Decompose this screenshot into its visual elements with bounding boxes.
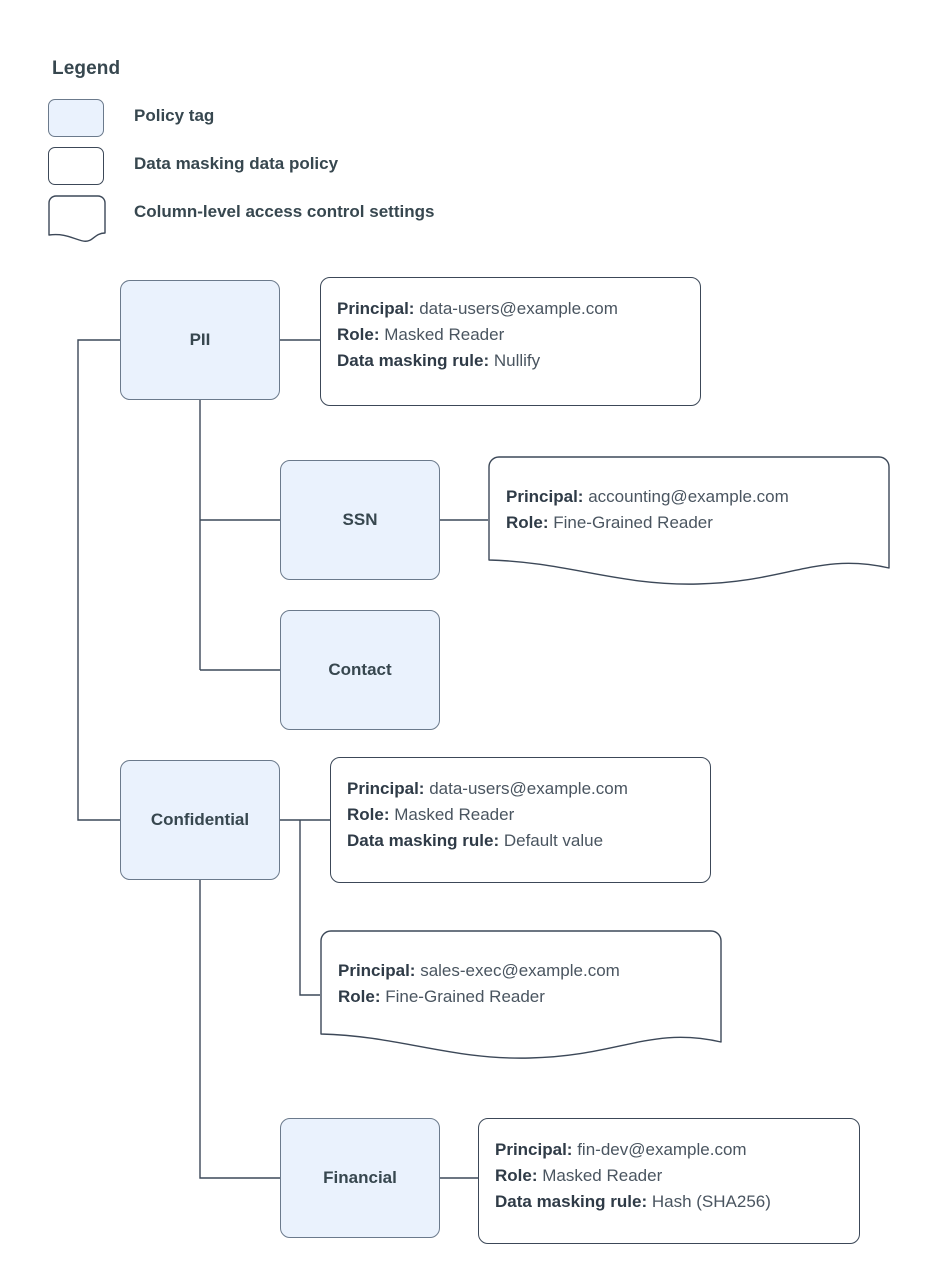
principal-value: accounting@example.com <box>588 487 789 506</box>
principal-value: data-users@example.com <box>419 299 618 318</box>
principal-label: Principal: <box>495 1140 573 1159</box>
data-masking-policy-box-confidential[interactable]: Principal: data-users@example.com Role: … <box>330 757 711 883</box>
role-line: Role: Masked Reader <box>347 802 710 828</box>
connector-confidential-trunk <box>299 820 320 996</box>
principal-line: Principal: accounting@example.com <box>506 484 789 510</box>
role-value: Fine-Grained Reader <box>385 987 545 1006</box>
role-value: Masked Reader <box>394 805 515 824</box>
legend-swatch-column-level-access <box>48 195 106 242</box>
wavy-shape <box>488 456 890 585</box>
principal-line: Principal: sales-exec@example.com <box>338 958 620 984</box>
principal-label: Principal: <box>506 487 584 506</box>
column-level-access-box-confidential[interactable]: Principal: sales-exec@example.com Role: … <box>320 930 722 1062</box>
role-line: Role: Fine-Grained Reader <box>338 984 620 1010</box>
legend-swatch-data-masking-policy <box>48 147 104 185</box>
masking-rule-line: Data masking rule: Hash (SHA256) <box>495 1189 859 1215</box>
role-label: Role: <box>347 805 390 824</box>
principal-label: Principal: <box>337 299 415 318</box>
role-label: Role: <box>338 987 381 1006</box>
principal-value: fin-dev@example.com <box>577 1140 747 1159</box>
principal-value: data-users@example.com <box>429 779 628 798</box>
role-label: Role: <box>337 325 380 344</box>
legend-label-data-masking-policy: Data masking data policy <box>134 154 339 173</box>
legend-label-column-level-access: Column-level access control settings <box>134 202 435 221</box>
policy-tag-node-financial[interactable]: Financial <box>280 1118 440 1238</box>
principal-label: Principal: <box>338 961 416 980</box>
masking-rule-label: Data masking rule: <box>495 1192 648 1211</box>
policy-tag-node-ssn[interactable]: SSN <box>280 460 440 580</box>
role-label: Role: <box>506 513 549 532</box>
role-label: Role: <box>495 1166 538 1185</box>
principal-label: Principal: <box>347 779 425 798</box>
data-masking-policy-box-pii[interactable]: Principal: data-users@example.com Role: … <box>320 277 701 406</box>
role-value: Masked Reader <box>384 325 505 344</box>
principal-value: sales-exec@example.com <box>420 961 620 980</box>
role-value: Fine-Grained Reader <box>553 513 713 532</box>
data-masking-policy-box-financial[interactable]: Principal: fin-dev@example.com Role: Mas… <box>478 1118 860 1244</box>
masking-rule-value: Hash (SHA256) <box>651 1192 771 1211</box>
masking-rule-line: Data masking rule: Default value <box>347 828 710 854</box>
wavy-shape <box>320 930 722 1059</box>
box-text: Principal: sales-exec@example.com Role: … <box>338 958 620 1010</box>
legend-label-policy-tag: Policy tag <box>134 106 215 125</box>
role-line: Role: Fine-Grained Reader <box>506 510 789 536</box>
connector-confidential-to-financial <box>199 880 280 1179</box>
legend-title: Legend <box>52 58 121 79</box>
policy-tag-node-confidential[interactable]: Confidential <box>120 760 280 880</box>
column-level-access-box-ssn[interactable]: Principal: accounting@example.com Role: … <box>488 456 890 588</box>
policy-tag-node-contact[interactable]: Contact <box>280 610 440 730</box>
role-value: Masked Reader <box>542 1166 663 1185</box>
policy-tag-node-pii[interactable]: PII <box>120 280 280 400</box>
masking-rule-value: Default value <box>503 831 604 850</box>
connector-root-spine <box>77 339 120 821</box>
role-line: Role: Masked Reader <box>495 1163 859 1189</box>
masking-rule-label: Data masking rule: <box>347 831 500 850</box>
legend-swatch-policy-tag <box>48 99 104 137</box>
principal-line: Principal: fin-dev@example.com <box>495 1137 859 1163</box>
principal-line: Principal: data-users@example.com <box>347 776 710 802</box>
masking-rule-line: Data masking rule: Nullify <box>337 348 700 374</box>
masking-rule-label: Data masking rule: <box>337 351 490 370</box>
role-line: Role: Masked Reader <box>337 322 700 348</box>
masking-rule-value: Nullify <box>493 351 541 370</box>
box-text: Principal: accounting@example.com Role: … <box>506 484 789 536</box>
principal-line: Principal: data-users@example.com <box>337 296 700 322</box>
